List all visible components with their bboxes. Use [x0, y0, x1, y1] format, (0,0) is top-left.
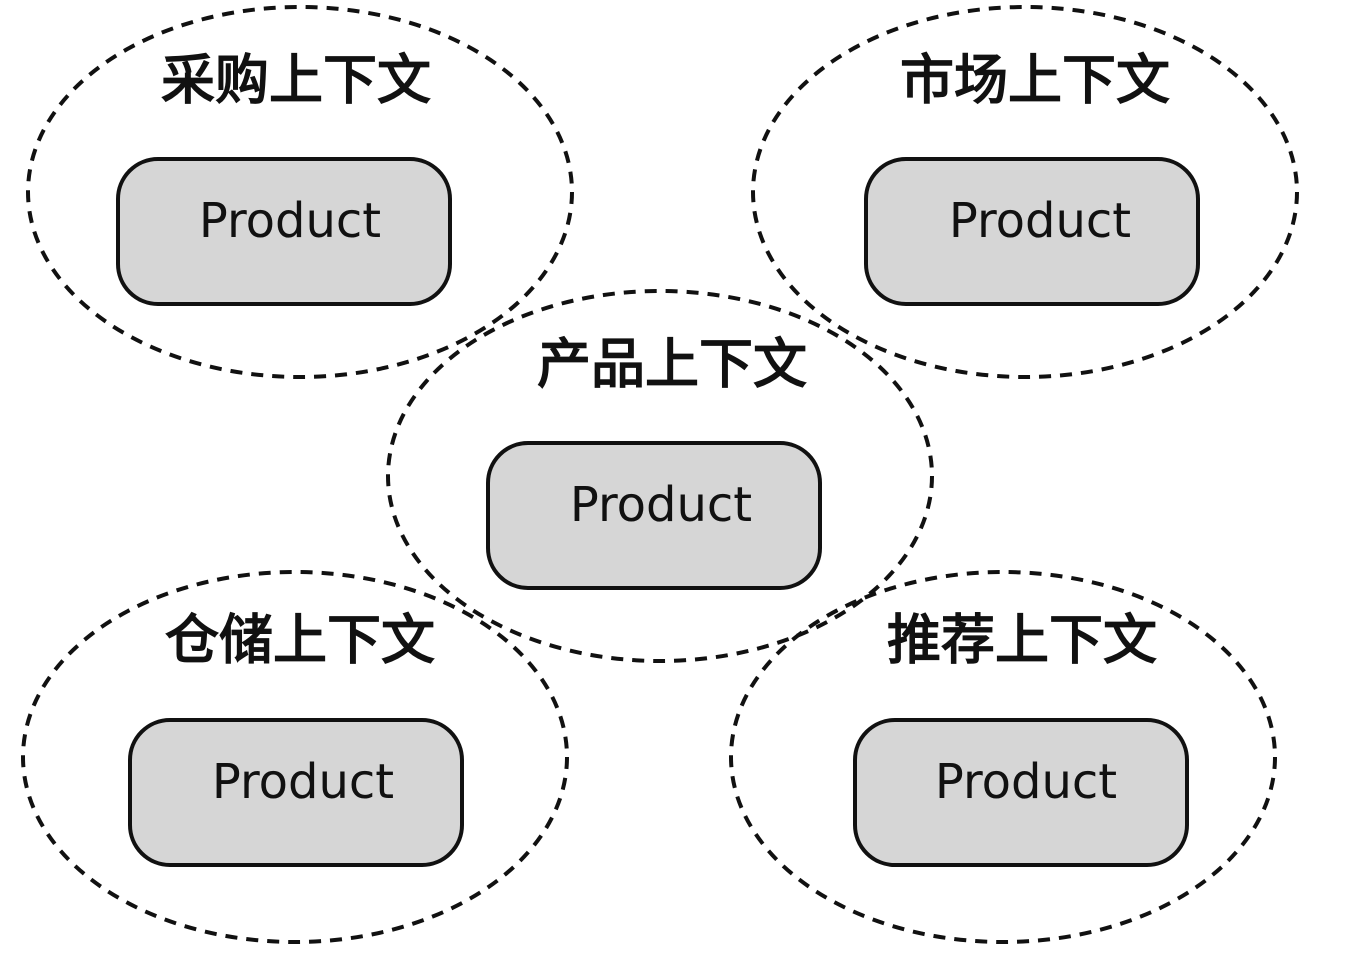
- context-product-entity-label: Product: [570, 477, 752, 533]
- context-product-title: 产品上下文: [537, 333, 807, 396]
- context-procurement-title: 采购上下文: [161, 49, 431, 112]
- context-recommendation-entity-box: [853, 718, 1189, 867]
- context-market: 市场上下文 Product: [751, 5, 1299, 379]
- context-market-boundary: [751, 5, 1299, 379]
- context-product: 产品上下文 Product: [386, 289, 934, 663]
- context-recommendation-entity-label: Product: [935, 754, 1117, 810]
- context-warehouse-entity-box: [128, 718, 464, 867]
- context-procurement: 采购上下文 Product: [26, 5, 574, 379]
- context-product-boundary: [386, 289, 934, 663]
- context-procurement-entity-label: Product: [199, 193, 381, 249]
- context-market-entity-label: Product: [949, 193, 1131, 249]
- context-recommendation-title: 推荐上下文: [887, 609, 1157, 672]
- context-warehouse-entity-label: Product: [212, 754, 394, 810]
- context-product-entity-box: [486, 441, 822, 590]
- context-market-entity-box: [864, 157, 1200, 306]
- context-warehouse: 仓储上下文 Product: [21, 570, 569, 944]
- context-recommendation: 推荐上下文 Product: [729, 570, 1277, 944]
- context-procurement-entity-box: [116, 157, 452, 306]
- context-warehouse-title: 仓储上下文: [165, 609, 435, 672]
- context-market-title: 市场上下文: [900, 49, 1170, 112]
- context-warehouse-boundary: [21, 570, 569, 944]
- context-recommendation-boundary: [729, 570, 1277, 944]
- context-procurement-boundary: [26, 5, 574, 379]
